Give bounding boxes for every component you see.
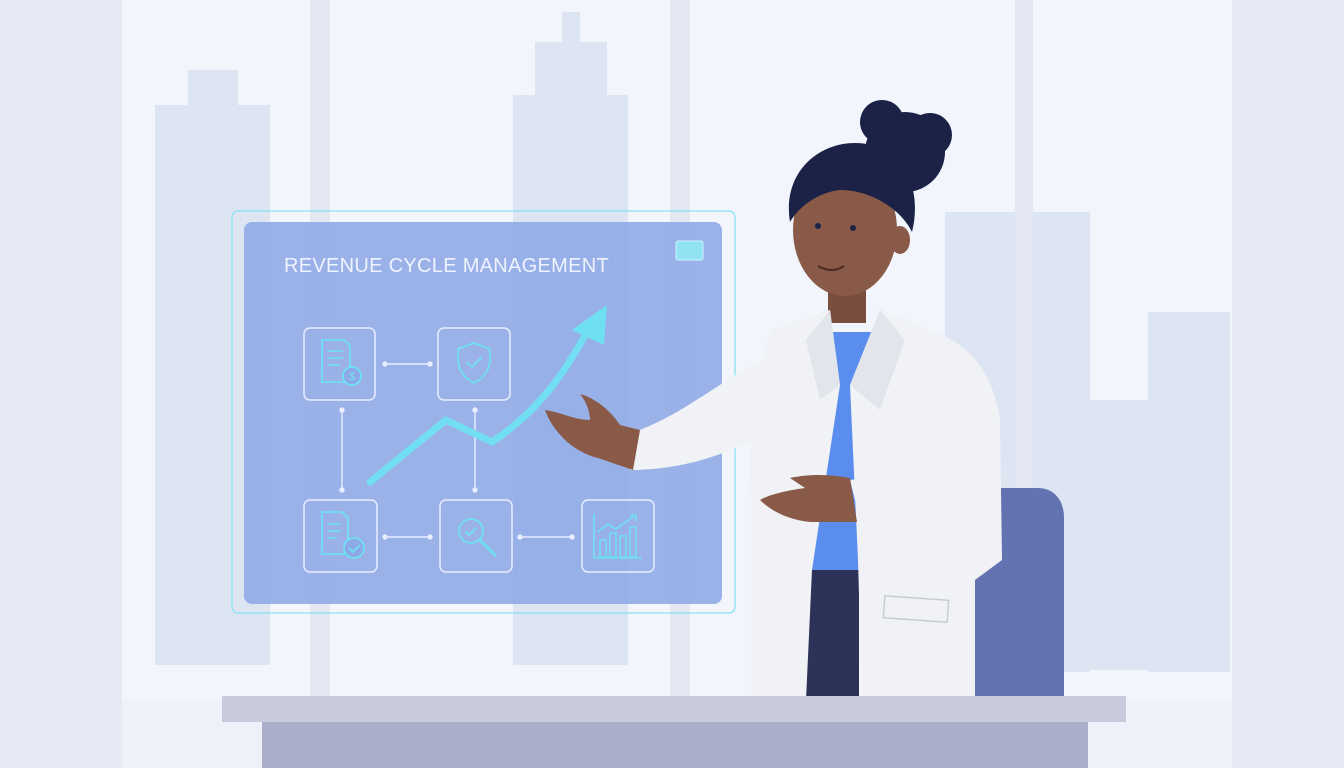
document-check-icon	[303, 499, 378, 573]
trend-arrow-icon	[366, 305, 607, 486]
shield-check-icon	[437, 327, 511, 401]
svg-text:$: $	[349, 371, 355, 383]
bar-chart-up-icon	[581, 499, 655, 573]
flow-connectors	[339, 361, 575, 540]
invoice-dollar-icon: $	[303, 327, 376, 401]
window-indicator-icon	[675, 240, 704, 261]
panel-title: REVENUE CYCLE MANAGEMENT	[284, 255, 610, 277]
left-wall	[0, 0, 122, 768]
holographic-panel	[244, 222, 722, 604]
desk	[222, 696, 1126, 768]
doctor-figure	[545, 100, 1002, 700]
right-wall	[1232, 0, 1344, 768]
magnifier-check-icon	[439, 499, 513, 573]
